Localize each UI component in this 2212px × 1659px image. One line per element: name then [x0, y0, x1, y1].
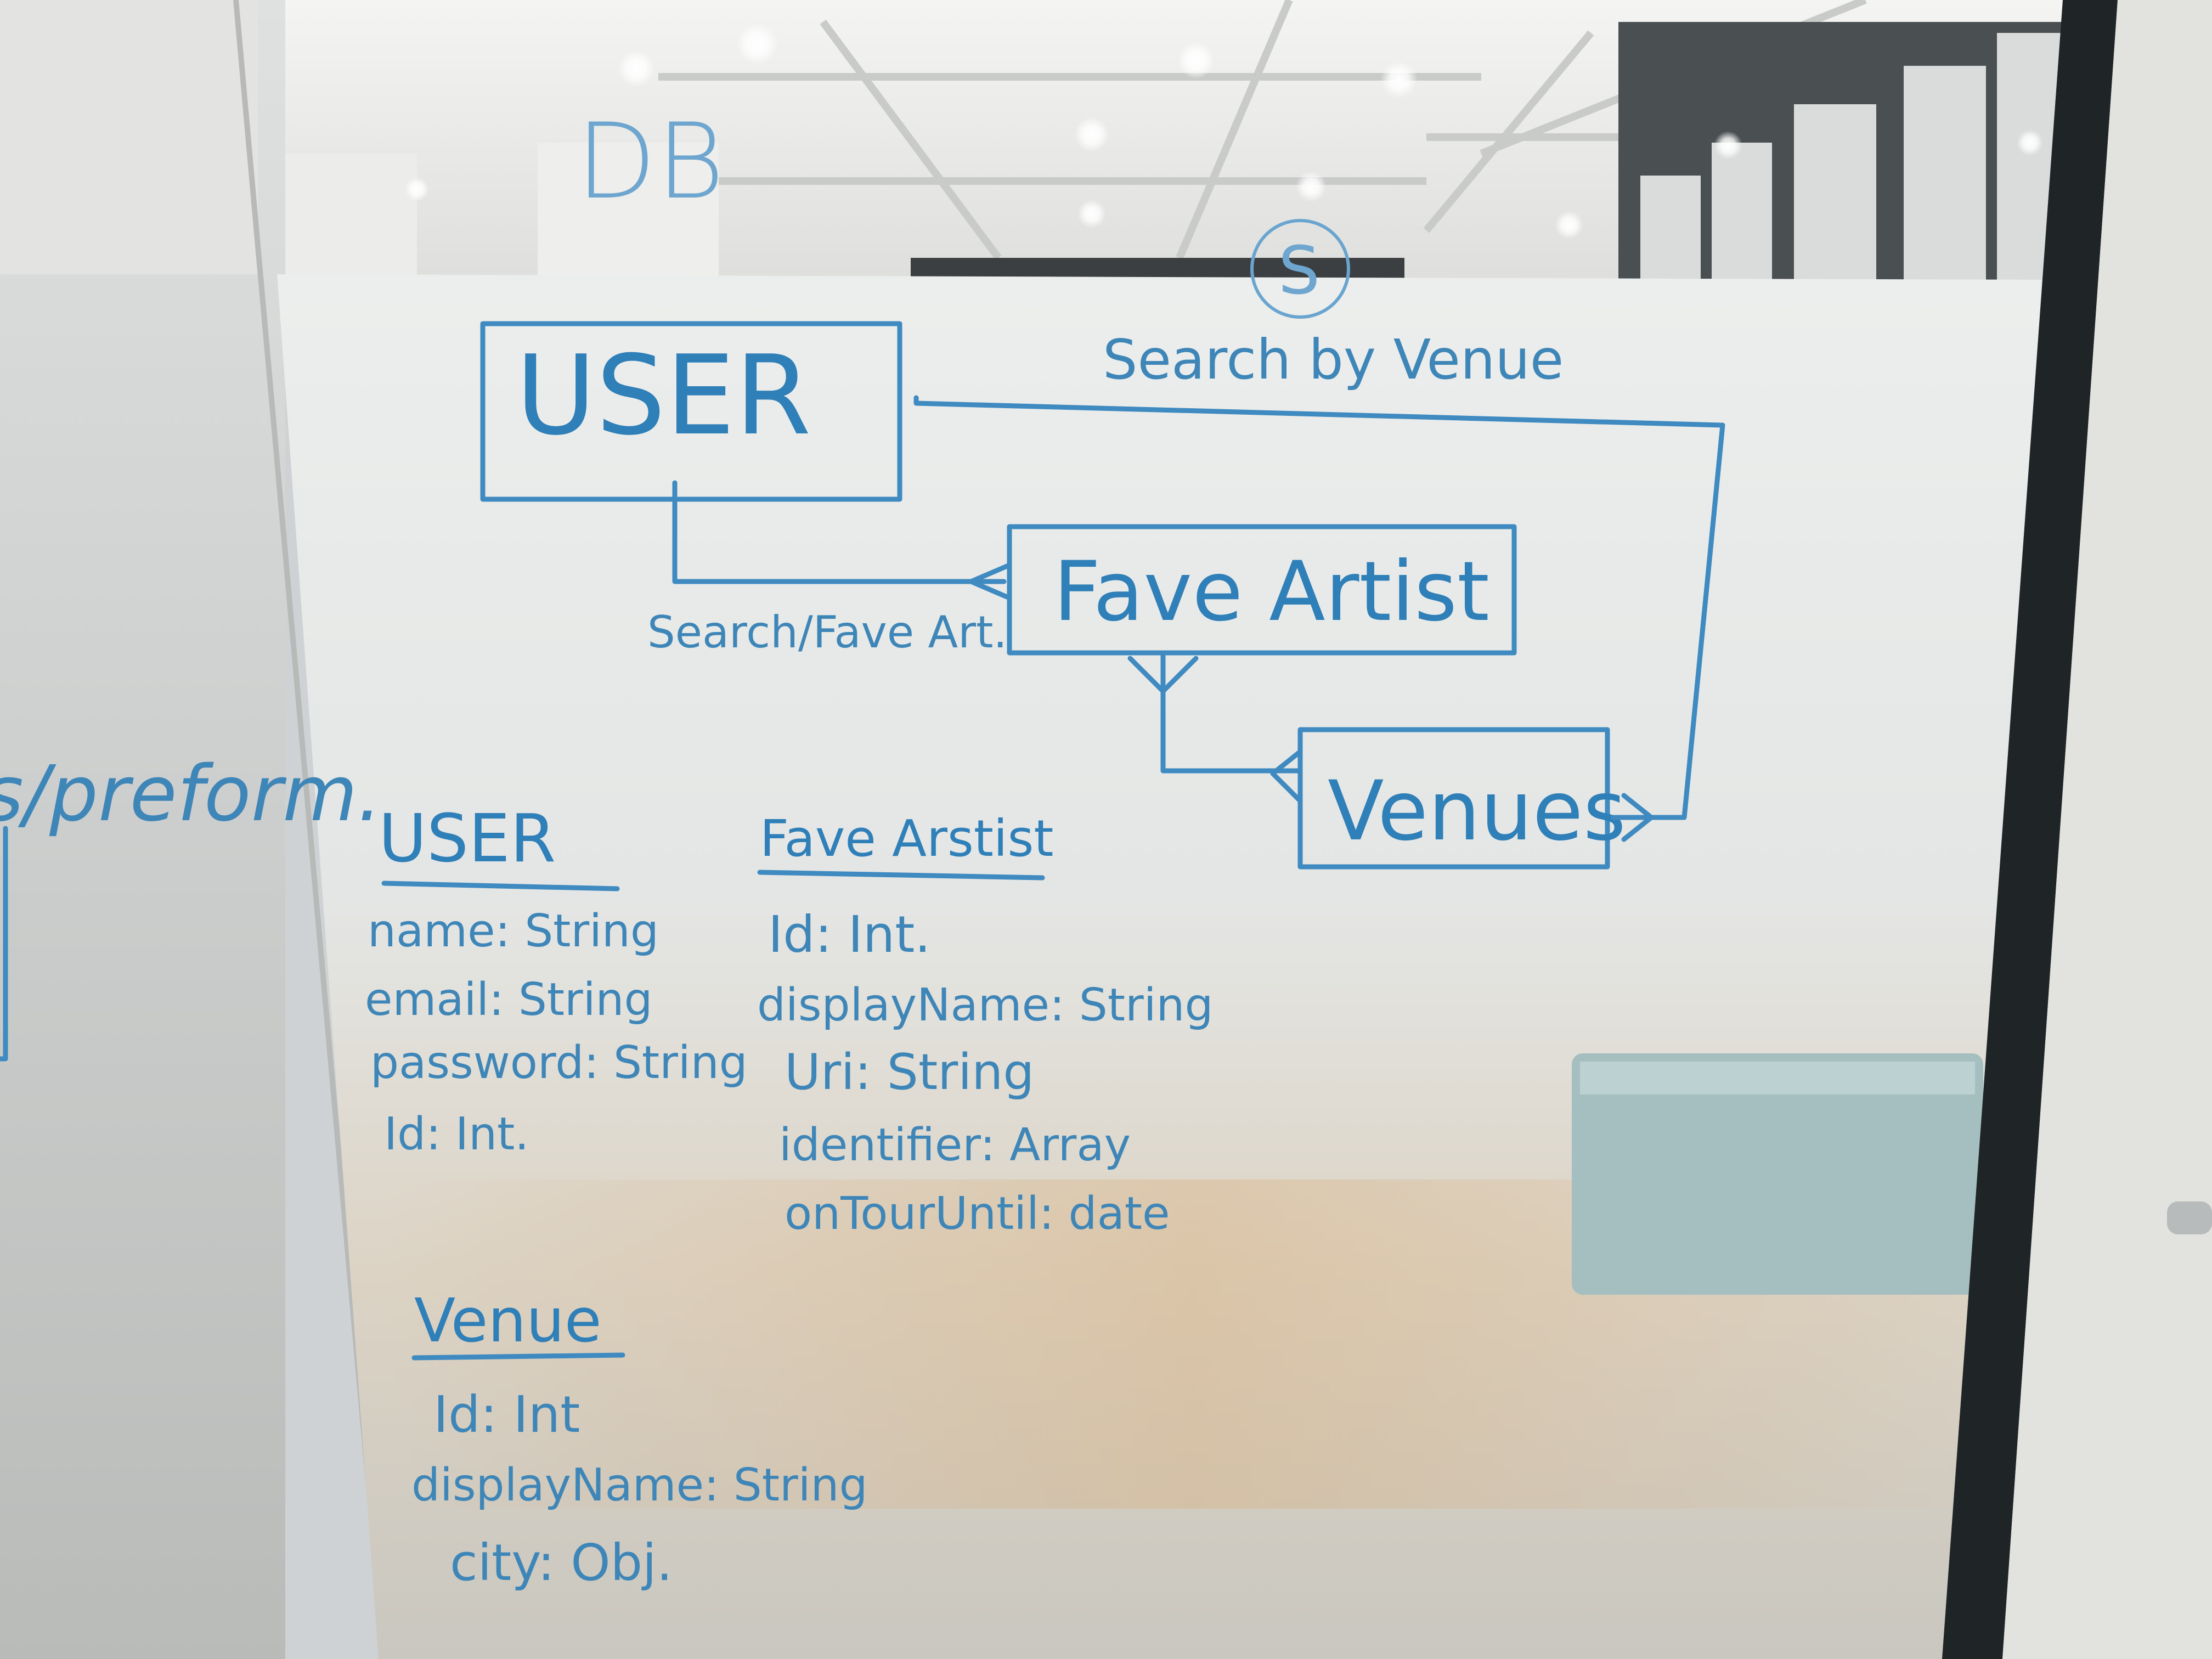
user-field: email: String [365, 974, 653, 1026]
db-heading: DB [576, 101, 725, 222]
fave-artist-field: onTourUntil: date [785, 1188, 1170, 1240]
ceiling-lights [405, 23, 2043, 239]
left-glass-panel [0, 0, 285, 1659]
fave-artist-model-title: Fave Arstist [760, 809, 1053, 868]
user-to-venues-line [913, 395, 1725, 820]
fave-artist-field: identifier: Array [779, 1119, 1131, 1171]
venue-field: city: Obj. [450, 1533, 673, 1592]
corner-mark-circle [1250, 219, 1350, 319]
fave-artist-model: Fave Arstist Id: Int. displayName: Strin… [757, 809, 1214, 1240]
door-jamb [2002, 0, 2212, 1659]
left-fragment-text: s/preform. [0, 749, 382, 839]
door-handle-highlight [1580, 1062, 1975, 1094]
left-bracket [0, 826, 8, 1062]
arrow-icon [1621, 793, 1654, 842]
fave-artist-model-underline [757, 870, 1045, 881]
venues-box-label: Venues [1328, 764, 1626, 859]
user-box [480, 321, 902, 502]
venue-model-title: Venue [414, 1285, 602, 1356]
door-latch [2167, 1201, 2212, 1234]
venue-model: Venue Id: Int displayName: String city: … [411, 1285, 868, 1592]
er-diagram: USER Fave Artist Venues Search/Fave Art.… [480, 321, 1725, 870]
crows-foot-icon [1127, 656, 1199, 694]
fave-artist-field: Uri: String [785, 1043, 1034, 1101]
door-handle-block [1572, 1053, 1983, 1295]
user-model-underline [381, 881, 620, 891]
office-windows [1640, 33, 2068, 285]
fave-artist-box [1007, 524, 1517, 656]
crows-foot-icon [968, 562, 1012, 601]
left-panel-top [0, 0, 258, 274]
user-to-fave-line [672, 480, 1007, 584]
door-frame [1942, 0, 2118, 1659]
user-model: USER name: String email: String password… [365, 801, 748, 1160]
fave-artist-field: Id: Int. [768, 905, 931, 964]
fave-artist-field: displayName: String [757, 979, 1214, 1031]
corner-mark: S [1278, 233, 1320, 309]
fave-artist-box-label: Fave Artist [1053, 544, 1489, 640]
office-pillar [538, 143, 719, 285]
venue-field: displayName: String [411, 1459, 868, 1511]
user-model-title: USER [379, 801, 556, 877]
search-by-venue-label: Search by Venue [1103, 328, 1564, 392]
venue-field: Id: Int [433, 1385, 580, 1444]
user-field: name: String [368, 905, 659, 957]
search-fave-label: Search/Fave Art. [647, 607, 1007, 658]
user-field: Id: Int. [384, 1108, 529, 1160]
venue-model-underline [411, 1352, 625, 1361]
office-wall [263, 154, 417, 285]
crows-foot-icon [1270, 749, 1303, 804]
user-box-label: USER [516, 332, 811, 460]
fave-to-venues-line [1160, 653, 1303, 774]
user-field: password: String [370, 1037, 748, 1089]
